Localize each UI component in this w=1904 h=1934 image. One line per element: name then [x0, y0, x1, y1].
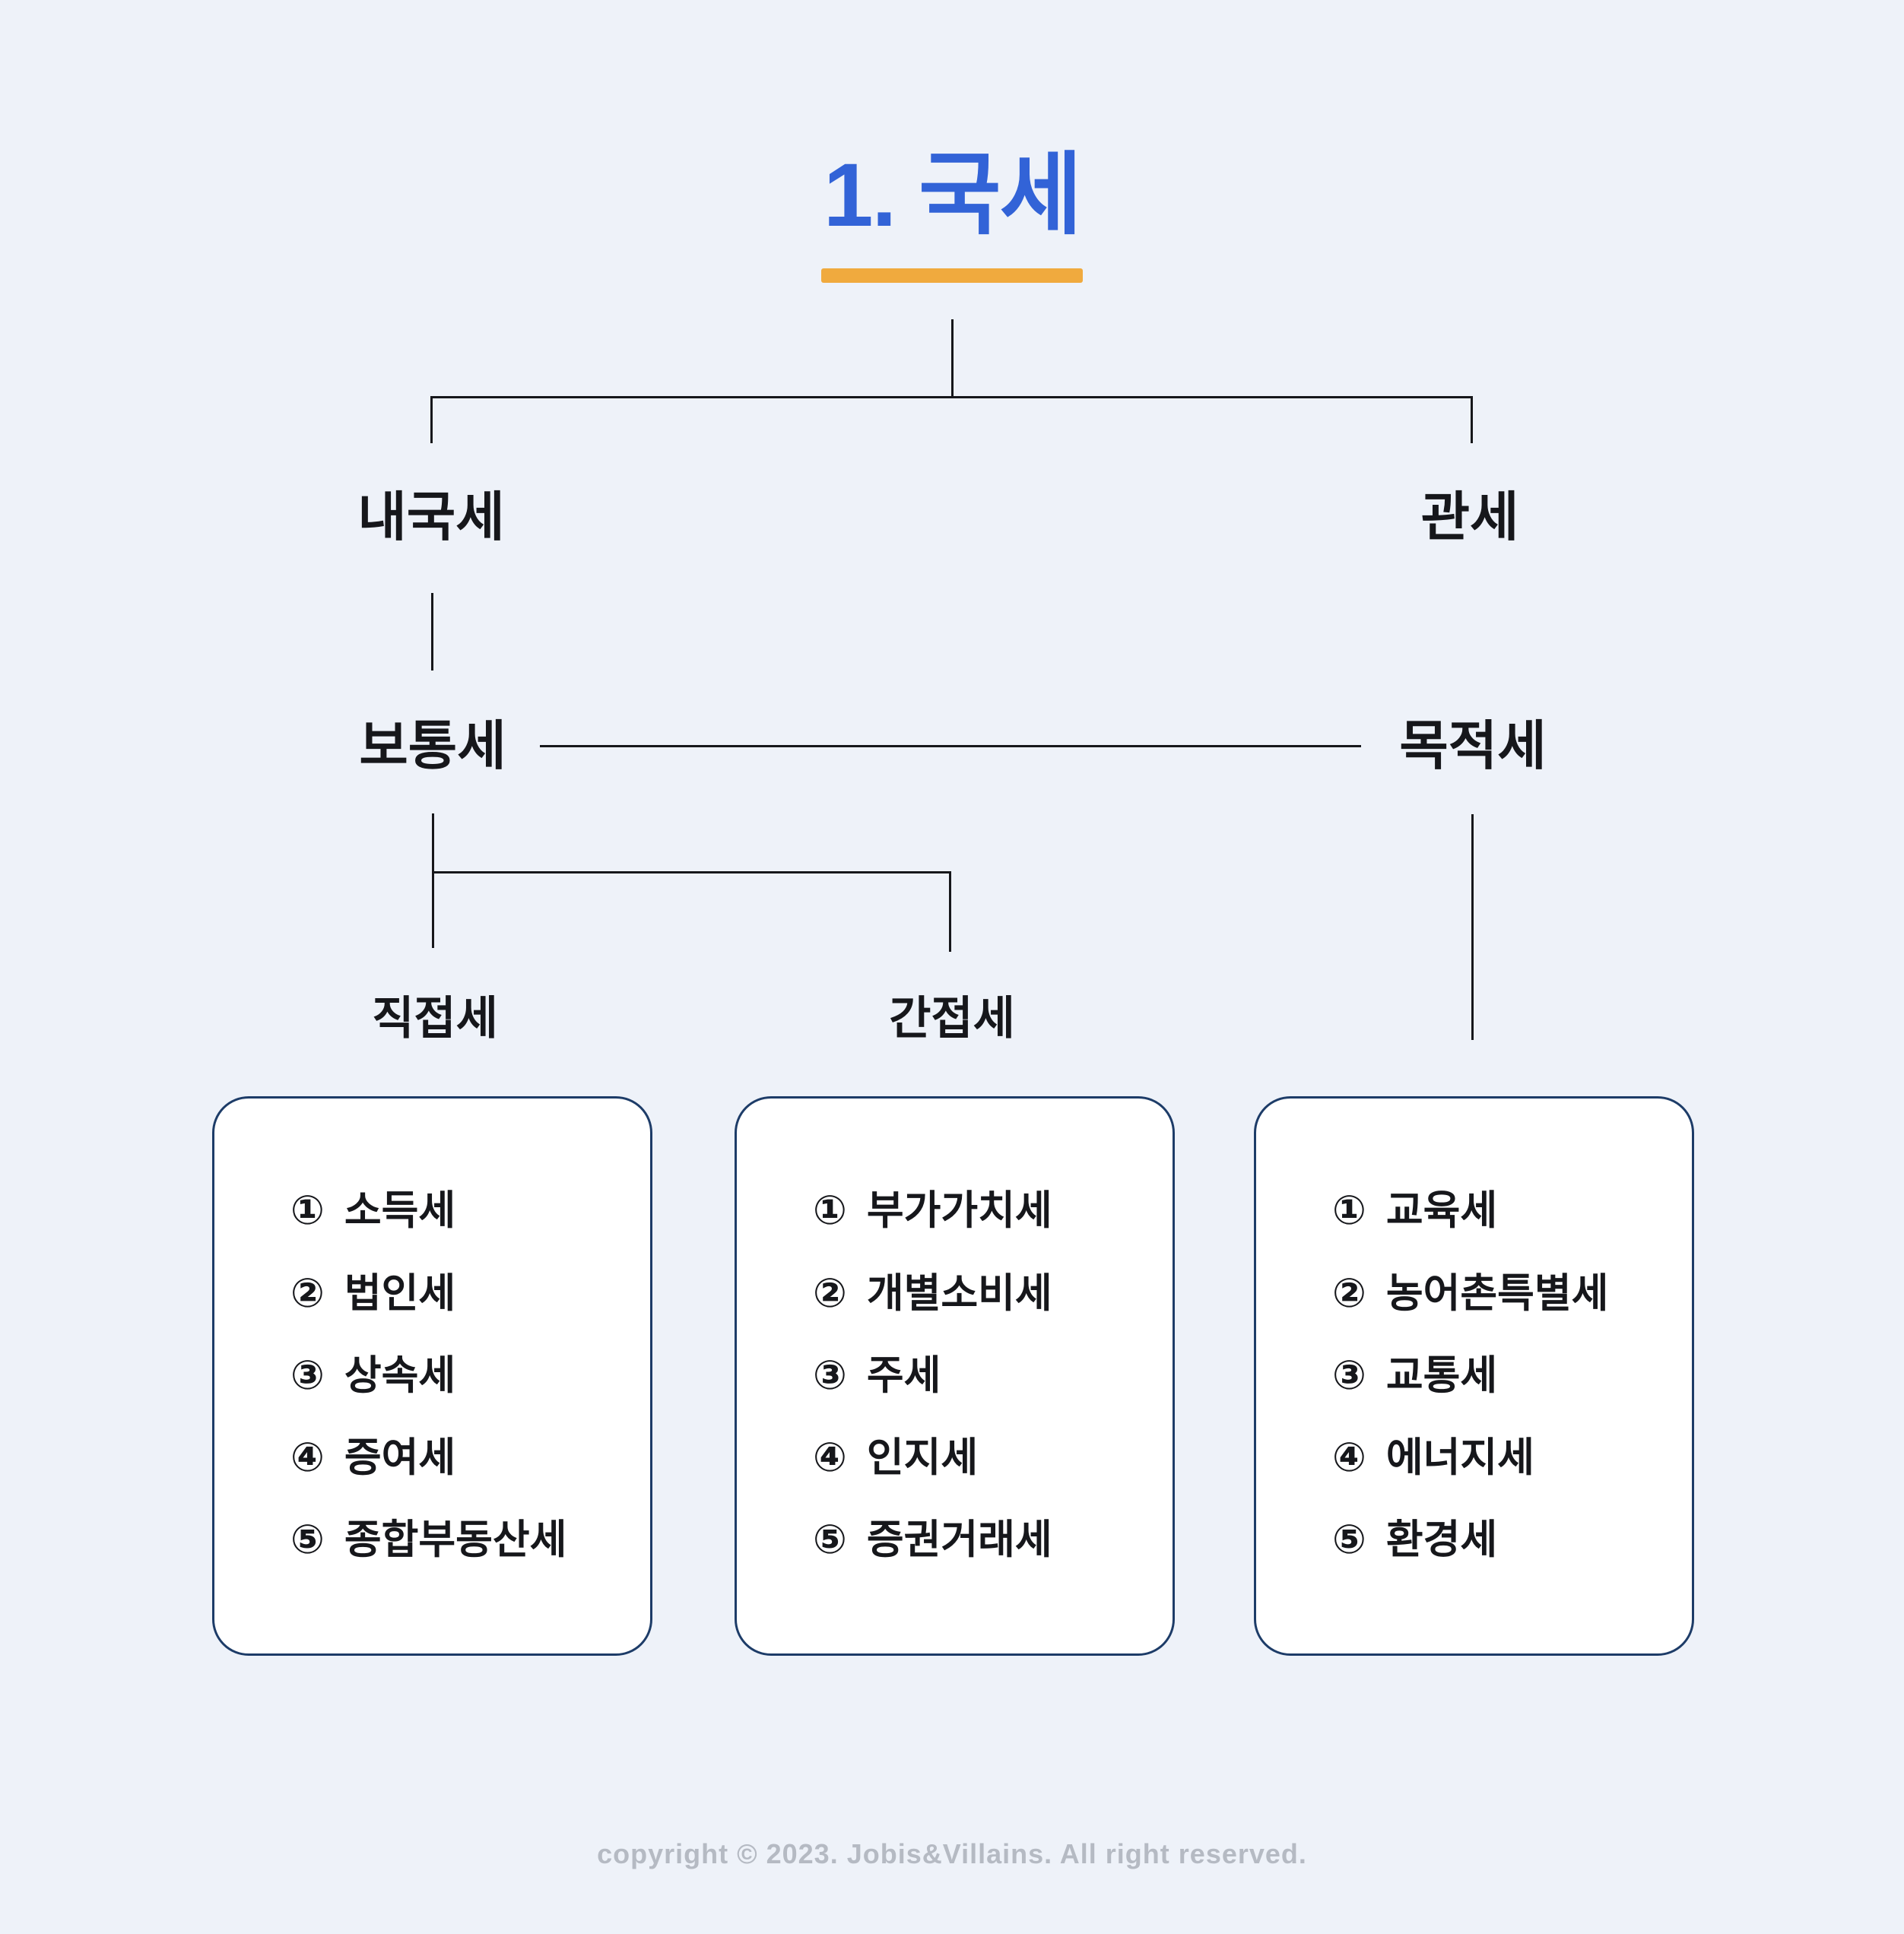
- connector-ordinary-down: [432, 813, 434, 948]
- circled-number-icon: ③: [813, 1352, 847, 1398]
- connector-ordinary-earmarked-horizontal: [540, 745, 1361, 747]
- list-item: ⑤ 증권거래세: [813, 1517, 1173, 1563]
- tax-item-label: 상속세: [344, 1352, 456, 1398]
- node-ordinary-tax: 보통세: [359, 716, 506, 775]
- circled-number-icon: ①: [813, 1188, 847, 1234]
- connector-domestic-to-ordinary: [431, 593, 433, 671]
- list-item: ④ 증여세: [290, 1435, 650, 1481]
- direct-tax-box: ① 소득세 ② 법인세 ③ 상속세 ④ 증여세 ⑤ 종합부동산세: [212, 1096, 652, 1656]
- circled-number-icon: ④: [1332, 1435, 1366, 1481]
- circled-number-icon: ④: [290, 1435, 325, 1481]
- list-item: ② 개별소비세: [813, 1270, 1173, 1316]
- connector-domestic-drop: [430, 396, 433, 443]
- circled-number-icon: ③: [1332, 1352, 1366, 1398]
- node-earmarked-tax: 목적세: [1399, 716, 1547, 775]
- indirect-tax-box: ① 부가가치세 ② 개별소비세 ③ 주세 ④ 인지세 ⑤ 증권거래세: [735, 1096, 1175, 1656]
- list-item: ③ 교통세: [1332, 1352, 1692, 1398]
- tax-item-label: 법인세: [344, 1270, 456, 1316]
- node-customs-duty: 관세: [1420, 487, 1519, 547]
- circled-number-icon: ⑤: [813, 1517, 847, 1563]
- connector-indirect-drop: [949, 871, 951, 952]
- circled-number-icon: ②: [290, 1270, 325, 1316]
- list-item: ⑤ 종합부동산세: [290, 1517, 650, 1563]
- circled-number-icon: ⑤: [290, 1517, 325, 1563]
- tax-item-label: 환경세: [1385, 1517, 1498, 1563]
- tax-item-label: 주세: [866, 1352, 941, 1398]
- tax-item-label: 소득세: [344, 1188, 456, 1234]
- circled-number-icon: ②: [1332, 1270, 1366, 1316]
- list-item: ① 부가가치세: [813, 1188, 1173, 1234]
- list-item: ② 농어촌특별세: [1332, 1270, 1692, 1316]
- tax-item-label: 증권거래세: [866, 1517, 1052, 1563]
- tax-item-label: 에너지세: [1385, 1435, 1534, 1481]
- circled-number-icon: ②: [813, 1270, 847, 1316]
- circled-number-icon: ①: [1332, 1188, 1366, 1234]
- tax-item-label: 교통세: [1385, 1352, 1498, 1398]
- list-item: ③ 상속세: [290, 1352, 650, 1398]
- node-domestic-tax: 내국세: [357, 487, 505, 547]
- earmarked-tax-box: ① 교육세 ② 농어촌특별세 ③ 교통세 ④ 에너지세 ⑤ 환경세: [1254, 1096, 1694, 1656]
- node-direct-tax: 직접세: [372, 993, 498, 1044]
- tax-item-label: 부가가치세: [866, 1188, 1052, 1234]
- circled-number-icon: ③: [290, 1352, 325, 1398]
- connector-ordinary-branch-horizontal: [432, 871, 951, 873]
- tax-item-label: 농어촌특별세: [1385, 1270, 1609, 1316]
- title-underline-bar: [821, 268, 1083, 283]
- list-item: ⑤ 환경세: [1332, 1517, 1692, 1563]
- list-item: ④ 인지세: [813, 1435, 1173, 1481]
- list-item: ③ 주세: [813, 1352, 1173, 1398]
- tax-item-label: 교육세: [1385, 1188, 1498, 1234]
- list-item: ① 교육세: [1332, 1188, 1692, 1234]
- connector-level1-horizontal: [430, 396, 1473, 398]
- tax-item-label: 인지세: [866, 1435, 979, 1481]
- list-item: ① 소득세: [290, 1188, 650, 1234]
- circled-number-icon: ④: [813, 1435, 847, 1481]
- circled-number-icon: ①: [290, 1188, 325, 1234]
- circled-number-icon: ⑤: [1332, 1517, 1366, 1563]
- connector-title-stem: [951, 319, 954, 398]
- tax-item-label: 개별소비세: [866, 1270, 1052, 1316]
- tax-item-label: 종합부동산세: [344, 1517, 567, 1563]
- connector-earmarked-down: [1471, 814, 1474, 1040]
- page-title: 1. 국세: [823, 145, 1082, 246]
- connector-customs-drop: [1471, 396, 1473, 443]
- tax-item-label: 증여세: [344, 1435, 456, 1481]
- copyright-text: copyright © 2023. Jobis&Villains. All ri…: [597, 1838, 1307, 1869]
- list-item: ② 법인세: [290, 1270, 650, 1316]
- list-item: ④ 에너지세: [1332, 1435, 1692, 1481]
- node-indirect-tax: 간접세: [889, 993, 1015, 1044]
